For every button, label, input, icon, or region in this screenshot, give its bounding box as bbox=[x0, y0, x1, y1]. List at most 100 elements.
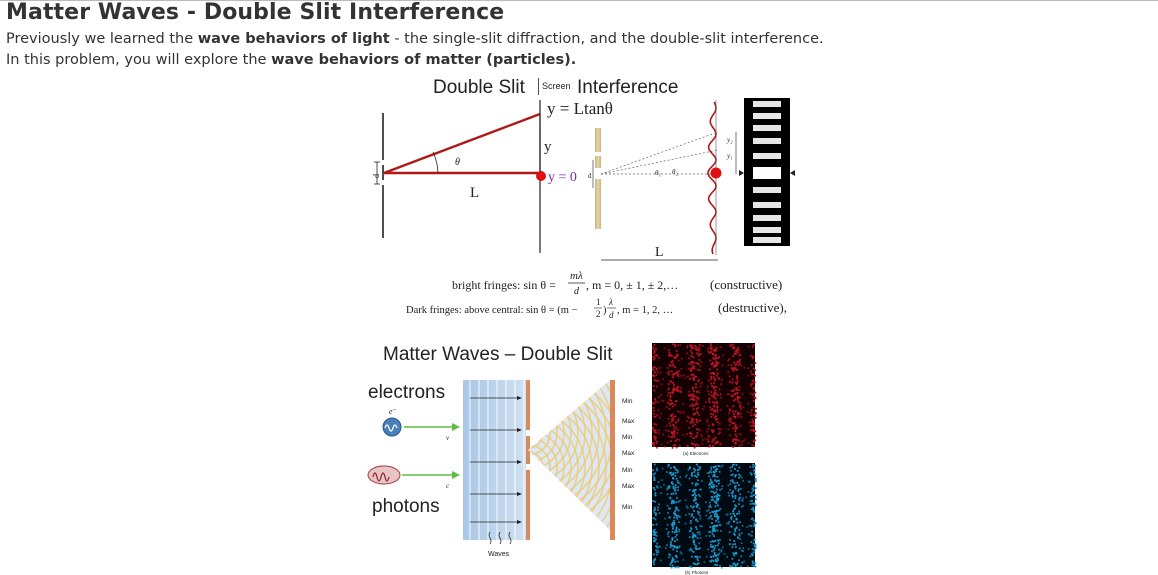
wave-arc bbox=[528, 382, 579, 484]
detection-dot bbox=[653, 375, 656, 378]
y2-label: y₂ bbox=[726, 136, 733, 144]
detection-dot bbox=[695, 476, 698, 478]
detection-dot bbox=[737, 389, 740, 392]
detection-dot bbox=[674, 536, 677, 538]
detection-dot bbox=[677, 420, 680, 422]
detection-dot bbox=[753, 387, 756, 389]
detection-dot bbox=[672, 364, 675, 367]
detection-dot bbox=[674, 440, 677, 442]
dark-lambda-denominator: d bbox=[609, 310, 614, 320]
detection-dot bbox=[695, 403, 698, 405]
detection-dot bbox=[710, 375, 712, 378]
detection-dot bbox=[748, 524, 751, 527]
detection-dot bbox=[738, 361, 741, 364]
detection-dot bbox=[732, 410, 734, 413]
detection-dot bbox=[667, 391, 670, 394]
detection-dot bbox=[706, 419, 709, 421]
detection-dot bbox=[716, 394, 719, 397]
detection-dot bbox=[710, 466, 713, 469]
detection-dot bbox=[655, 379, 658, 382]
detection-dot bbox=[726, 404, 729, 407]
detection-dot bbox=[715, 357, 718, 360]
detection-dot bbox=[750, 552, 753, 555]
detection-dot bbox=[692, 373, 694, 376]
detection-dot bbox=[707, 350, 709, 352]
detection-dot bbox=[688, 393, 691, 396]
detection-dot bbox=[653, 437, 656, 440]
detection-dot bbox=[716, 417, 719, 420]
d-label-left: d bbox=[372, 174, 381, 178]
detection-dot bbox=[730, 344, 733, 346]
matter-waves-diagram: Matter Waves – Double Slit electrons pho… bbox=[367, 343, 757, 575]
detection-dot bbox=[670, 431, 673, 434]
detection-dot bbox=[721, 464, 724, 467]
waves-label: Waves bbox=[488, 551, 510, 558]
detection-dot bbox=[693, 395, 696, 398]
detection-dot bbox=[754, 391, 757, 394]
detection-dot bbox=[733, 399, 736, 402]
detection-dot bbox=[695, 555, 698, 558]
detection-dot bbox=[727, 484, 730, 487]
detection-dot bbox=[711, 385, 713, 387]
detection-dot bbox=[673, 466, 675, 468]
detection-dot bbox=[653, 379, 656, 381]
detection-dot bbox=[736, 482, 739, 484]
detection-dot bbox=[698, 359, 701, 361]
detection-dot bbox=[691, 403, 694, 406]
detection-dot bbox=[671, 446, 674, 449]
detection-dot bbox=[666, 401, 669, 404]
detection-dot bbox=[676, 386, 679, 389]
detection-dot bbox=[666, 493, 669, 496]
detection-dot bbox=[685, 474, 688, 477]
detection-dot bbox=[739, 405, 742, 408]
detection-dot bbox=[718, 470, 721, 473]
detection-dot bbox=[735, 518, 738, 521]
detection-dot bbox=[733, 532, 735, 535]
detection-dot bbox=[698, 511, 700, 514]
detection-dot bbox=[669, 516, 671, 519]
detection-dot bbox=[714, 437, 717, 439]
detection-dot bbox=[727, 522, 730, 525]
detection-dot bbox=[716, 539, 719, 542]
detection-dot bbox=[714, 468, 717, 471]
detection-dot bbox=[668, 354, 670, 357]
detection-dot bbox=[715, 495, 718, 497]
detection-dot bbox=[729, 409, 732, 412]
detection-dot bbox=[695, 383, 697, 386]
detection-dot bbox=[688, 466, 691, 468]
detection-dot bbox=[676, 538, 679, 541]
detection-dot bbox=[667, 417, 670, 420]
detection-dot bbox=[672, 558, 675, 561]
detection-dot bbox=[652, 402, 654, 405]
detection-dot bbox=[751, 409, 753, 411]
detection-dot bbox=[736, 368, 738, 371]
detection-dot bbox=[735, 527, 738, 529]
fringe-bar bbox=[753, 202, 781, 208]
detection-dot bbox=[736, 375, 738, 378]
detection-dot bbox=[678, 370, 681, 373]
detection-dot bbox=[709, 343, 712, 345]
detection-dot bbox=[692, 551, 695, 553]
detection-dot bbox=[692, 377, 695, 379]
detection-dot bbox=[694, 497, 697, 500]
detection-dot bbox=[712, 549, 715, 551]
detection-dot bbox=[692, 505, 695, 508]
detection-dot bbox=[732, 500, 735, 503]
detection-dot bbox=[734, 442, 737, 445]
detection-dot bbox=[695, 386, 697, 389]
detection-dot bbox=[728, 412, 731, 415]
detection-dot bbox=[718, 428, 720, 430]
detection-dot bbox=[671, 360, 674, 363]
detection-dot bbox=[679, 445, 681, 447]
detection-dot bbox=[696, 407, 698, 410]
detection-dot bbox=[697, 380, 699, 383]
detection-dot bbox=[751, 357, 754, 360]
detection-dot bbox=[704, 437, 707, 440]
intensity-curve bbox=[707, 101, 717, 255]
detection-dot bbox=[671, 418, 674, 420]
detection-dot bbox=[697, 479, 699, 482]
detection-dot bbox=[690, 528, 693, 530]
detection-dot bbox=[714, 401, 716, 404]
detection-dot bbox=[674, 415, 676, 418]
detection-dot bbox=[708, 486, 711, 489]
